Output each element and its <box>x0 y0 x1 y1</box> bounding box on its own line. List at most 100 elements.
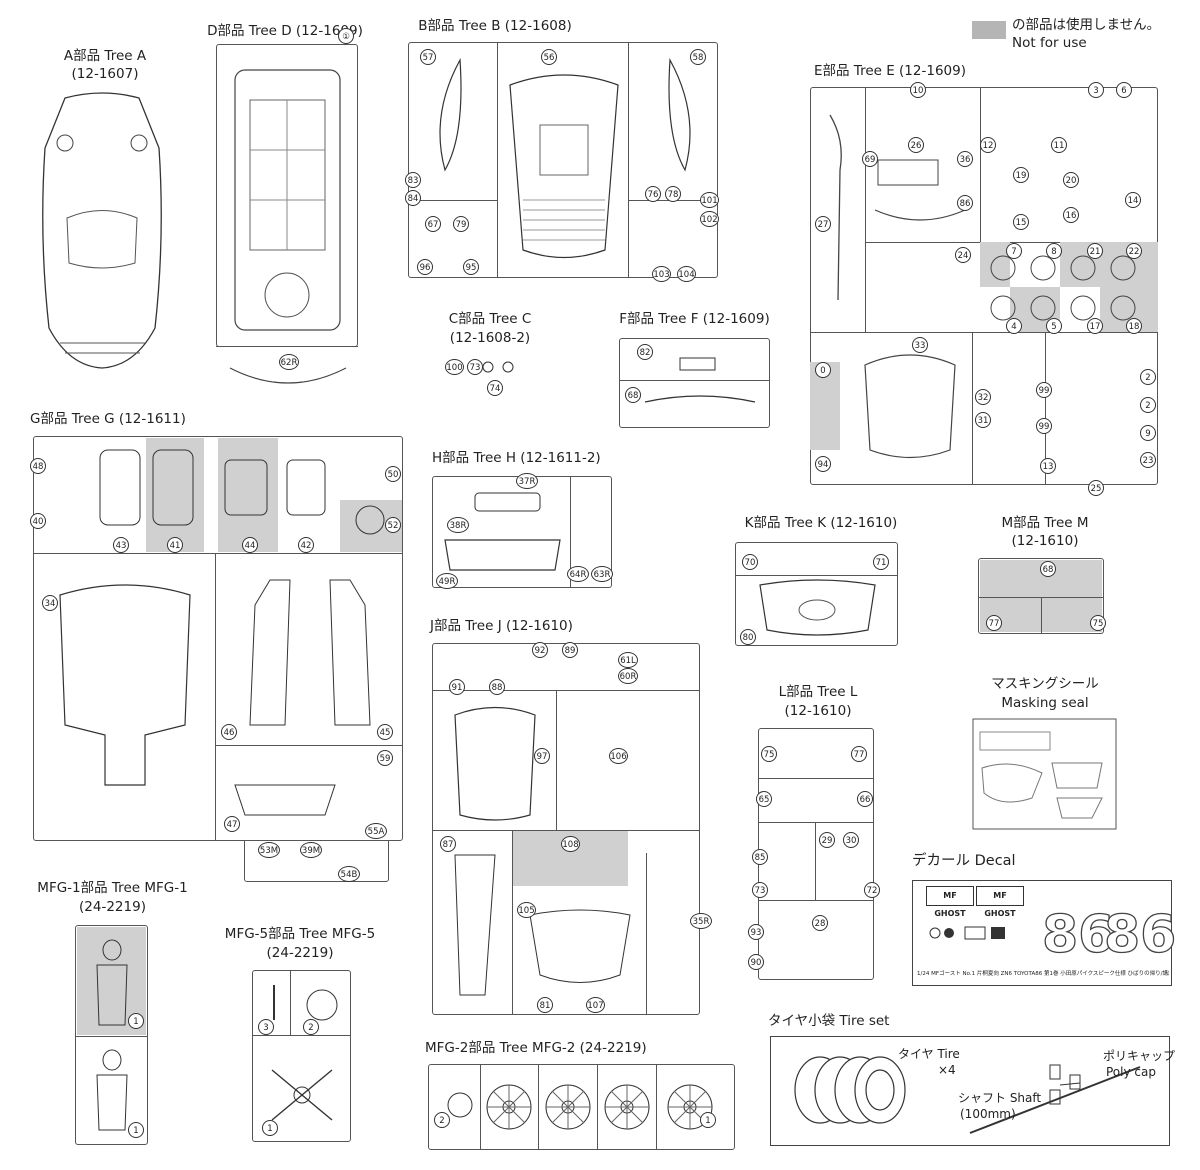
part-number: 31 <box>975 412 991 428</box>
part-number: 72 <box>864 882 880 898</box>
part-number: 68 <box>625 387 641 403</box>
part-number: 73 <box>752 882 768 898</box>
part-number: 49R <box>436 573 458 589</box>
part-number: 77 <box>986 615 1002 631</box>
part-number: 24 <box>955 247 971 263</box>
masking-seal-sheet <box>972 718 1117 830</box>
part-f-drawing <box>644 357 756 403</box>
tire-set-frame <box>770 1036 1170 1146</box>
part-number: 97 <box>534 748 550 764</box>
part-number: 100 <box>445 359 464 375</box>
tree-mfg5-frame <box>252 970 351 1142</box>
part-number: 19 <box>1013 167 1029 183</box>
part-number: 76 <box>645 186 661 202</box>
part-number: 66 <box>857 791 873 807</box>
legend-text-jp: の部品は使用しません。 <box>1012 17 1161 33</box>
tire-quantity: ×4 <box>938 1063 956 1077</box>
part-c-drawing <box>482 361 514 373</box>
part-number: 18 <box>1126 318 1142 334</box>
part-number: 83 <box>405 172 421 188</box>
part-number: 13 <box>1040 458 1056 474</box>
tree-mfg2-title: MFG-2部品 Tree MFG-2 (24-2219) <box>425 1040 647 1056</box>
part-number: 85 <box>752 849 768 865</box>
tree-k-frame <box>735 542 898 646</box>
part-number: 3 <box>1088 82 1104 98</box>
part-62r-drawing <box>229 367 347 384</box>
part-number: 75 <box>761 746 777 762</box>
decal-caption: 1/24 MFゴースト No.1 片桐夏向 ZN6 TOYOTA86 第1巻 小… <box>917 971 1169 977</box>
part-number: 95 <box>463 259 479 275</box>
part-number: 20 <box>1063 172 1079 188</box>
part-number: 0 <box>815 362 831 378</box>
figure-drawing <box>96 939 128 1131</box>
tree-m-title: M部品 Tree M <box>1001 515 1089 531</box>
tree-mfg5-code: (24-2219) <box>266 945 334 961</box>
part-number: 8 <box>1046 243 1062 259</box>
part-number: 81 <box>537 997 553 1013</box>
part-number: 30 <box>843 832 859 848</box>
tree-e-title: E部品 Tree E (12-1609) <box>813 63 966 79</box>
part-number: 59 <box>377 750 393 766</box>
part-number: 62R <box>279 354 299 370</box>
tree-mfg1-title: MFG-1部品 Tree MFG-1 <box>37 880 188 896</box>
part-number: 60R <box>618 668 638 684</box>
tree-mfg2-frame <box>428 1064 735 1150</box>
part-number: 28 <box>812 915 828 931</box>
part-number: 42 <box>298 537 314 553</box>
part-number: 16 <box>1063 207 1079 223</box>
decal-title: デカール Decal <box>912 853 1016 869</box>
part-number: 15 <box>1013 214 1029 230</box>
tire-label: タイヤ Tire <box>898 1047 960 1061</box>
tree-l-code: (12-1610) <box>784 703 852 719</box>
part-number: 92 <box>532 642 548 658</box>
tree-g-title: G部品 Tree G (12-1611) <box>30 411 186 427</box>
part-number: 22 <box>1126 243 1142 259</box>
tree-h-title: H部品 Tree H (12-1611-2) <box>432 450 601 466</box>
part-number: ① <box>338 28 354 44</box>
part-number: 38R <box>447 517 469 533</box>
part-33-drawing <box>864 354 956 459</box>
part-number: 4 <box>1006 318 1022 334</box>
part-number: 54B <box>338 866 360 882</box>
part-number: 10 <box>910 82 926 98</box>
tree-m-code: (12-1610) <box>1011 533 1079 549</box>
tree-b-frame <box>408 42 718 278</box>
part-27-drawing <box>829 114 842 301</box>
part-number: 68 <box>1040 561 1056 577</box>
part-number: 46 <box>221 724 237 740</box>
masking-seal-subtitle: Masking seal <box>1001 695 1089 711</box>
part-number: 74 <box>487 380 503 396</box>
tree-c-title: C部品 Tree C <box>448 311 532 327</box>
part-number: 23 <box>1140 452 1156 468</box>
part-number: 35R <box>690 913 712 929</box>
tree-g-sub-frame <box>244 840 389 882</box>
car-body-drawing <box>42 92 162 369</box>
tree-mfg1-frame <box>75 925 148 1145</box>
part-number: 48 <box>30 458 46 474</box>
tree-l-title: L部品 Tree L <box>778 684 858 700</box>
brake-discs-drawing <box>990 255 1136 321</box>
tree-j-title: J部品 Tree J (12-1610) <box>430 618 573 634</box>
part-number: 2 <box>1140 397 1156 413</box>
part-34-drawing <box>59 584 191 786</box>
part-number: 34 <box>42 595 58 611</box>
part-number: 36 <box>957 151 973 167</box>
part-number: 29 <box>819 832 835 848</box>
part-number: 26 <box>908 137 924 153</box>
part-number: 64R <box>567 566 589 582</box>
tree-a-code: (12-1607) <box>71 66 139 82</box>
part-number: 90 <box>748 954 764 970</box>
part-number: 58 <box>690 49 706 65</box>
decal-number: 86 <box>1041 905 1115 965</box>
part-number: 78 <box>665 186 681 202</box>
part-87-drawing <box>454 854 496 996</box>
masking-seal-title: マスキングシール <box>991 676 1099 692</box>
part-number: 44 <box>242 537 258 553</box>
seats-drawing <box>99 449 385 535</box>
part-number: 9 <box>1140 425 1156 441</box>
part-number: 2 <box>1140 369 1156 385</box>
part-number: 50 <box>385 466 401 482</box>
not-for-use-swatch <box>972 21 1006 39</box>
tires-drawing <box>794 1056 1141 1134</box>
part-number: 93 <box>748 924 764 940</box>
